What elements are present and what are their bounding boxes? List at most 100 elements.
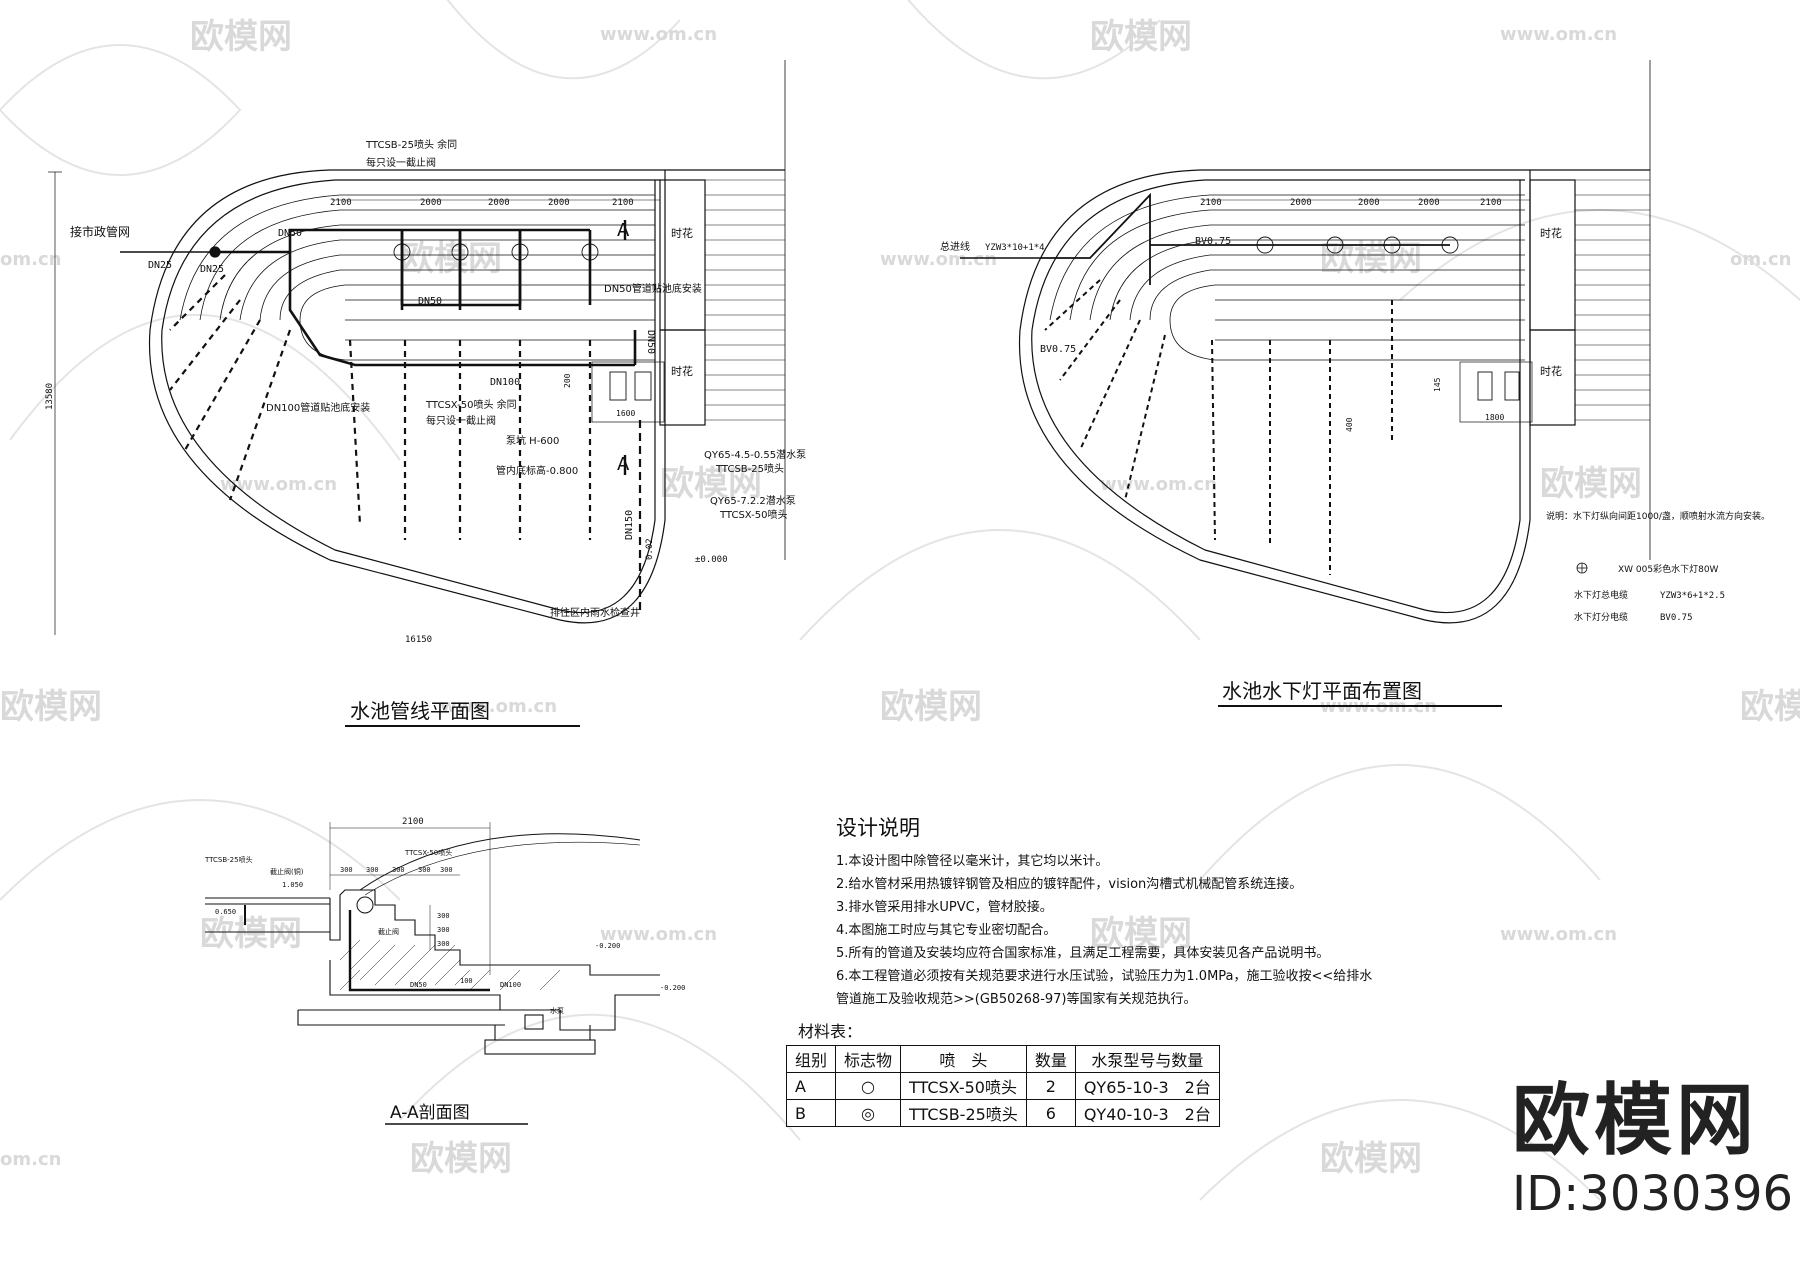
pump-pit-label: 泵坑 H-600: [506, 434, 559, 447]
step-dim: 300: [418, 866, 431, 874]
watermark-url: www.om.cn: [1500, 24, 1617, 45]
step-dim: 300: [440, 866, 453, 874]
note-nozzle-b: TTCSB-25喷头 余同: [365, 138, 457, 151]
cell-pump: QY40-10-3 2台: [1074, 1099, 1220, 1127]
flower-bed-label: 时花: [1540, 227, 1562, 240]
watermark-brand: 欧模网: [660, 464, 762, 504]
design-notes-title: 设计说明: [836, 816, 920, 840]
watermark-brand: 欧模网: [1740, 687, 1800, 727]
flower-bed-label: 时花: [671, 365, 693, 378]
cell-qty: 2: [1025, 1072, 1076, 1100]
legend-cable-branch-label: 水下灯分电缆: [1574, 611, 1628, 623]
step-dim-v: 300: [437, 912, 450, 920]
table-row: A ○ TTCSX-50喷头 2 QY65-10-3 2台: [785, 1072, 1220, 1100]
section-label: 水泵: [550, 1006, 564, 1015]
legend-cable-branch-spec: BV0.75: [1660, 613, 1693, 623]
watermark-brand: 欧模网: [400, 239, 502, 279]
cell-pump: QY65-10-3 2台: [1074, 1072, 1220, 1100]
watermark-url: www.om.cn: [1100, 474, 1217, 495]
model-id: ID:3030396: [1512, 1166, 1794, 1222]
cell-symbol-icon: ◎: [835, 1099, 902, 1127]
section-label: DN100: [500, 981, 521, 989]
pipe-label: DN25: [148, 260, 172, 271]
cell-symbol-icon: ○: [835, 1072, 902, 1100]
legend-symbol-label: XW 005彩色水下灯80W: [1618, 563, 1719, 575]
section-elev: 0.650: [215, 908, 236, 916]
watermark-url: www.om.cn: [600, 924, 717, 945]
watermark-url: www.om.cn: [600, 24, 717, 45]
section-dim: 100: [460, 977, 473, 985]
section-label: DN50: [410, 981, 427, 989]
cell-nozzle: TTCSX-50喷头: [900, 1072, 1027, 1100]
plan1-title: 水池管线平面图: [350, 699, 490, 723]
dim-top-2: 2000: [1290, 198, 1312, 208]
watermark-brand: 欧模网: [1320, 1139, 1422, 1179]
watermark-url: om.cn: [0, 1149, 61, 1170]
pipe-label: DN50: [645, 330, 656, 354]
table-row: B ◎ TTCSB-25喷头 6 QY40-10-3 2台: [785, 1099, 1220, 1127]
section-label: TTCSX-50喷头: [404, 848, 452, 857]
design-note: 6.本工程管道必须按有关规范要求进行水压试验，试验压力为1.0MPa，施工验收按…: [836, 969, 1373, 984]
section-title: A-A剖面图: [390, 1103, 470, 1123]
main-cable-spec: YZW3*10+1*4: [985, 243, 1045, 253]
branch-cable-label: BV0.75: [1195, 236, 1231, 247]
watermark-brand: 欧模网: [1090, 914, 1192, 954]
dim-top-3: 2000: [488, 198, 510, 208]
slope-label: 0.02: [645, 538, 655, 560]
flower-bed-label: 时花: [671, 227, 693, 240]
design-note: 1.本设计图中除管径以毫米计，其它均以米计。: [836, 854, 1109, 869]
underwater-light-plan-labels: 2100 2000 2000 2000 2100 总进线 YZW3*10+1*4…: [940, 198, 1770, 703]
pump1-sub: TTCSB-25喷头: [715, 463, 784, 475]
watermark-url: www.om.cn: [880, 249, 997, 270]
dim-top-2: 2000: [420, 198, 442, 208]
cell-group: B: [785, 1099, 837, 1127]
section-a-a-labels: 2100 300 300 300 300 300 300 300 300 TTC…: [204, 817, 685, 1123]
materials-table: 组别 标志物 喷 头 数量 水泵型号与数量 A ○ TTCSX-50喷头 2 Q…: [785, 1045, 1220, 1127]
legend-desc: 说明：水下灯纵向间距1000/盏，顺喷射水流方向安装。: [1546, 510, 1770, 522]
dim-top-5: 2100: [612, 198, 634, 208]
watermark-brand: 欧模网: [1090, 17, 1192, 57]
legend-light-symbol-icon: [1576, 562, 1588, 574]
city-pipe-label: 接市政管网: [70, 224, 130, 239]
pump2-sub: TTCSX-50喷头: [719, 509, 787, 521]
pump1-label: QY65-4.5-0.55潜水泵: [704, 448, 806, 461]
pump2-label: QY65-7.2.2潜水泵: [710, 494, 796, 507]
design-note: 2.给水管材采用热镀锌钢管及相应的镀锌配件，vision沟槽式机械配管系统连接。: [836, 877, 1303, 892]
pipe-label: DN50: [278, 228, 302, 239]
plan2-title: 水池水下灯平面布置图: [1222, 679, 1422, 703]
elevation-label: ±0.000: [695, 555, 728, 565]
dim-145: 145: [1433, 377, 1442, 392]
note-dn50: DN50管道贴池底安装: [604, 282, 702, 295]
design-note: 管道施工及验收规范>>(GB50268-97)等国家有关规范执行。: [836, 992, 1197, 1007]
table-header-row: 组别 标志物 喷 头 数量 水泵型号与数量: [785, 1045, 1220, 1073]
materials-title: 材料表：: [798, 1022, 863, 1041]
watermark-url: om.cn: [1730, 249, 1791, 270]
section-elev: 1.050: [282, 881, 303, 889]
step-dim-v: 300: [437, 926, 450, 934]
dim-top-1: 2100: [1200, 198, 1222, 208]
section-label: TTCSB-25喷头: [204, 855, 253, 864]
note-nozzle-x: TTCSX-50喷头 余同: [425, 398, 517, 411]
dim-1800: 1800: [1485, 413, 1504, 422]
pool-pipeline-plan: [48, 60, 786, 635]
watermark-brand: 欧模网: [200, 914, 302, 954]
brand-block: 欧模网 ID:3030396: [1512, 1082, 1793, 1222]
design-note: 5.所有的管道及安装均应符合国家标准，且满足工程需要，具体安装见各产品说明书。: [836, 946, 1330, 961]
section-mark: A: [617, 454, 630, 475]
section-mark: A: [617, 220, 630, 241]
pipe-label: DN25: [200, 264, 224, 275]
step-dim: 300: [340, 866, 353, 874]
watermark-brand: 欧模网: [190, 17, 292, 57]
flower-bed-label: 时花: [1540, 365, 1562, 378]
dim-200: 200: [563, 373, 572, 388]
section-width: 2100: [402, 817, 424, 827]
watermark-brand: 欧模网: [0, 687, 102, 727]
cell-group: A: [785, 1072, 837, 1100]
watermark-url: www.om.cn: [1500, 924, 1617, 945]
dim-top-4: 2000: [548, 198, 570, 208]
design-note: 4.本图施工时应与其它专业密切配合。: [836, 923, 1057, 938]
column-header: 组别: [785, 1045, 837, 1073]
main-cable-label: 总进线: [940, 240, 970, 253]
note-valve-x: 每只设一截止阀: [426, 414, 496, 427]
